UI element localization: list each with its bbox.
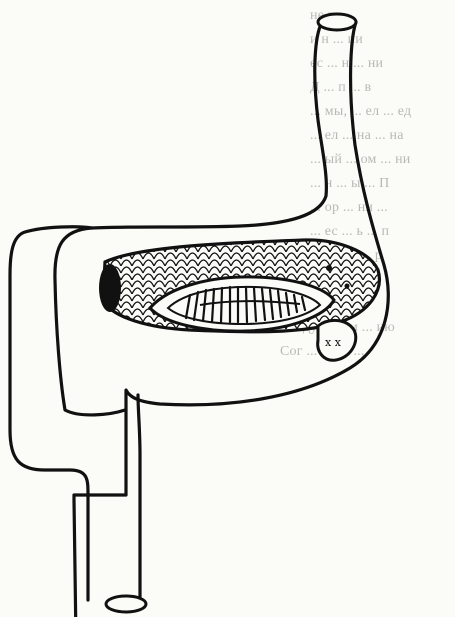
esophageal-opening [318, 14, 356, 30]
tumor-left-end [99, 264, 121, 312]
lesion-mark: x x [325, 336, 342, 349]
duodenal-opening [106, 596, 146, 612]
